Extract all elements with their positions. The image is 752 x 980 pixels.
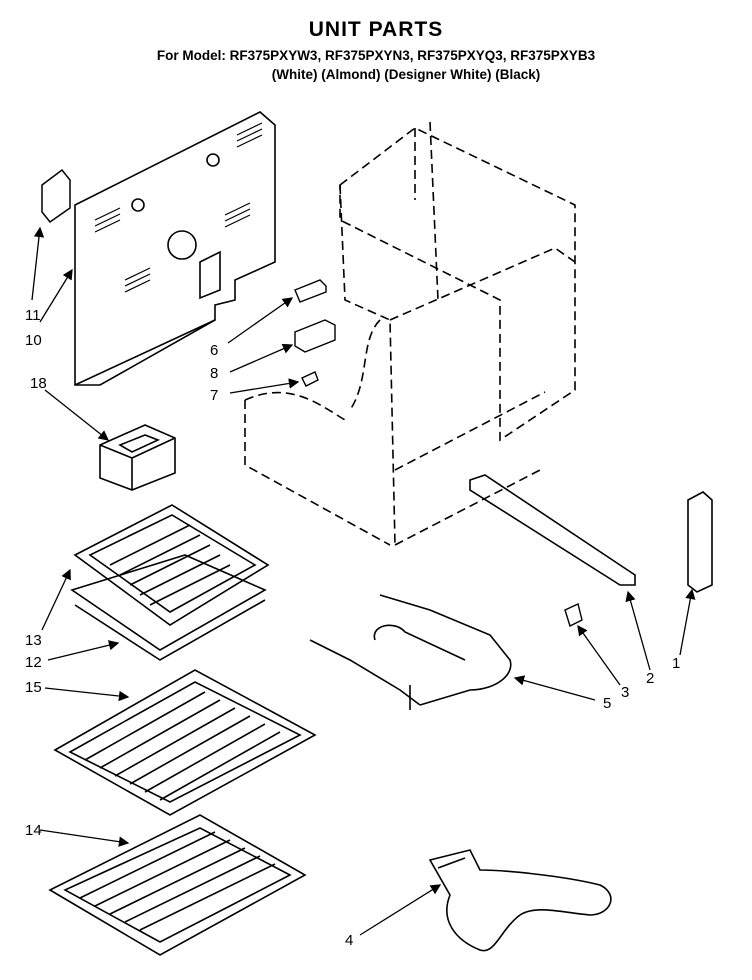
oven-cavity-outline — [244, 121, 576, 546]
callout-7: 7 — [210, 387, 218, 404]
clip — [301, 371, 319, 387]
callout-12: 12 — [25, 654, 42, 671]
color-variants: (White) (Almond) (Designer White) (Black… — [271, 67, 541, 82]
callout-14: 14 — [25, 822, 42, 839]
callout-6: 6 — [210, 342, 218, 359]
callout-8: 8 — [210, 365, 218, 382]
model-list: For Model: RF375PXYW3, RF375PXYN3, RF375… — [156, 48, 596, 63]
leader-lines — [31, 226, 696, 936]
broiler-grid — [73, 504, 270, 626]
switch-bracket — [294, 319, 336, 353]
mounting-bracket — [41, 168, 71, 224]
callout-2: 2 — [646, 670, 654, 687]
oven-rack-lower — [48, 814, 307, 956]
bake-element — [428, 849, 612, 952]
callout-15: 15 — [25, 679, 42, 696]
oven-rack-upper — [53, 669, 317, 816]
side-rail — [469, 474, 636, 586]
page-title: UNIT PARTS — [308, 18, 444, 41]
terminal-block — [294, 279, 327, 303]
callout-3: 3 — [621, 684, 629, 701]
side-trim — [687, 491, 713, 593]
back-panel — [74, 111, 276, 386]
callout-13: 13 — [25, 632, 42, 649]
broiler-pan — [70, 554, 267, 661]
callout-10: 10 — [25, 332, 42, 349]
electronic-control-box — [99, 424, 176, 491]
callout-5: 5 — [603, 695, 611, 712]
callout-4: 4 — [345, 932, 353, 949]
callout-1: 1 — [672, 655, 680, 672]
broil-element — [309, 594, 512, 710]
callout-11: 11 — [25, 307, 41, 324]
rail-clip — [564, 603, 583, 627]
callout-18: 18 — [30, 375, 47, 392]
